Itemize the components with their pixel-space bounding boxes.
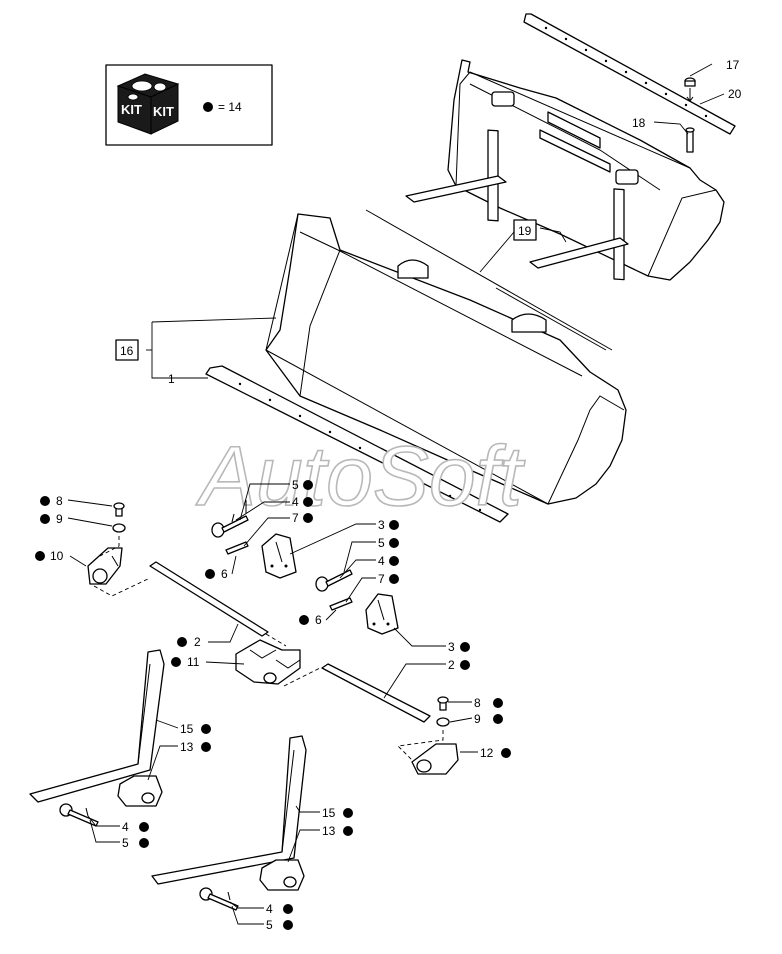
kit-dot-icon	[299, 615, 309, 625]
lower-cutting-edge	[205, 365, 509, 523]
clamp-plate-upper	[261, 533, 297, 579]
callout-15: 15	[180, 722, 194, 736]
kit-dot-icon	[201, 724, 211, 734]
lower-bucket-body	[265, 213, 627, 505]
callout-6: 6	[315, 613, 322, 627]
kit-dot-icon	[389, 574, 399, 584]
callout-5: 5	[266, 918, 273, 932]
kit-box-icon: KIT KIT	[116, 73, 180, 135]
callout-9: 9	[56, 512, 63, 526]
kit-dot-icon	[501, 748, 511, 758]
callout-15: 15	[322, 806, 336, 820]
fork-hook-left	[117, 775, 163, 807]
callout-13: 13	[322, 824, 336, 838]
upper-fork-right	[529, 237, 629, 269]
upper-fork-left	[405, 175, 507, 203]
callout-5: 5	[122, 836, 129, 850]
kit-dot-icon	[205, 569, 215, 579]
callout-7: 7	[292, 511, 299, 525]
callout-3: 3	[378, 518, 385, 532]
callout-2: 2	[194, 635, 201, 649]
leader-lines	[67, 63, 725, 925]
fork-tine-left	[29, 649, 165, 803]
callout-4: 4	[266, 902, 273, 916]
callout-box-16	[115, 339, 139, 361]
kit-dot-icon	[493, 714, 503, 724]
callout-8: 8	[474, 696, 481, 710]
kit-dot-icon	[389, 520, 399, 530]
kit-label-right: KIT	[153, 104, 174, 119]
callout-18: 18	[632, 116, 646, 130]
callout-3: 3	[448, 640, 455, 654]
kit-dot-icon	[493, 698, 503, 708]
kit-label-left: KIT	[121, 102, 142, 117]
callout-4: 4	[122, 820, 129, 834]
kit-dot-icon	[460, 642, 470, 652]
callout-11: 11	[187, 655, 200, 669]
callout-13: 13	[180, 740, 194, 754]
fork-mount-assembly	[29, 500, 459, 911]
kit-dot-icon	[139, 838, 149, 848]
kit-dot-icon	[201, 742, 211, 752]
callout-9: 9	[474, 712, 481, 726]
callout-8: 8	[56, 494, 63, 508]
lower-bucket	[205, 213, 627, 523]
callout-17: 17	[726, 58, 740, 72]
shaft-upper	[149, 561, 269, 637]
callout-19: 19	[518, 224, 532, 238]
callout-12: 12	[480, 746, 494, 760]
callout-box-19	[513, 219, 537, 241]
kit-dot-icon	[389, 538, 399, 548]
kit-legend-text: = 14	[218, 100, 242, 114]
callout-2: 2	[448, 658, 455, 672]
callout-6: 6	[221, 567, 228, 581]
divider-line-lower	[495, 287, 607, 351]
kit-dot-icon	[303, 497, 313, 507]
kit-dot-icon	[139, 822, 149, 832]
kit-dot-icon	[343, 826, 353, 836]
shaft-lower	[321, 663, 431, 723]
bolt-on-edge-bar	[523, 13, 736, 135]
callout-1: 1	[168, 372, 175, 386]
divider-line-upper	[365, 209, 613, 351]
kit-dot-icon	[303, 480, 313, 490]
watermark: AutoSoft	[195, 429, 526, 523]
kit-dot-icon	[283, 920, 293, 930]
upper-bucket	[405, 13, 736, 281]
callout-5: 5	[292, 478, 299, 492]
kit-dot-icon	[283, 904, 293, 914]
callout-5: 5	[378, 536, 385, 550]
callout-10: 10	[50, 549, 64, 563]
callout-4: 4	[292, 495, 299, 509]
callout-16: 16	[120, 344, 134, 358]
fork-tine-right	[151, 735, 307, 885]
callout-20: 20	[728, 87, 742, 101]
kit-dot-icon	[177, 637, 187, 647]
callout-4: 4	[378, 554, 385, 568]
callout-7: 7	[378, 572, 385, 586]
upper-bucket-body	[447, 59, 725, 281]
kit-dot-icon	[343, 808, 353, 818]
kit-dot-icon	[171, 657, 181, 667]
kit-dot-icon	[203, 102, 213, 112]
fork-hook-right	[259, 859, 305, 891]
kit-dot-icon	[460, 660, 470, 670]
kit-dot-icon	[40, 514, 50, 524]
kit-legend: KIT KIT = 14	[105, 64, 273, 146]
kit-dot-icon	[389, 556, 399, 566]
kit-dot-icon	[40, 496, 50, 506]
kit-dot-icon	[303, 513, 313, 523]
kit-dot-icon	[35, 551, 45, 561]
